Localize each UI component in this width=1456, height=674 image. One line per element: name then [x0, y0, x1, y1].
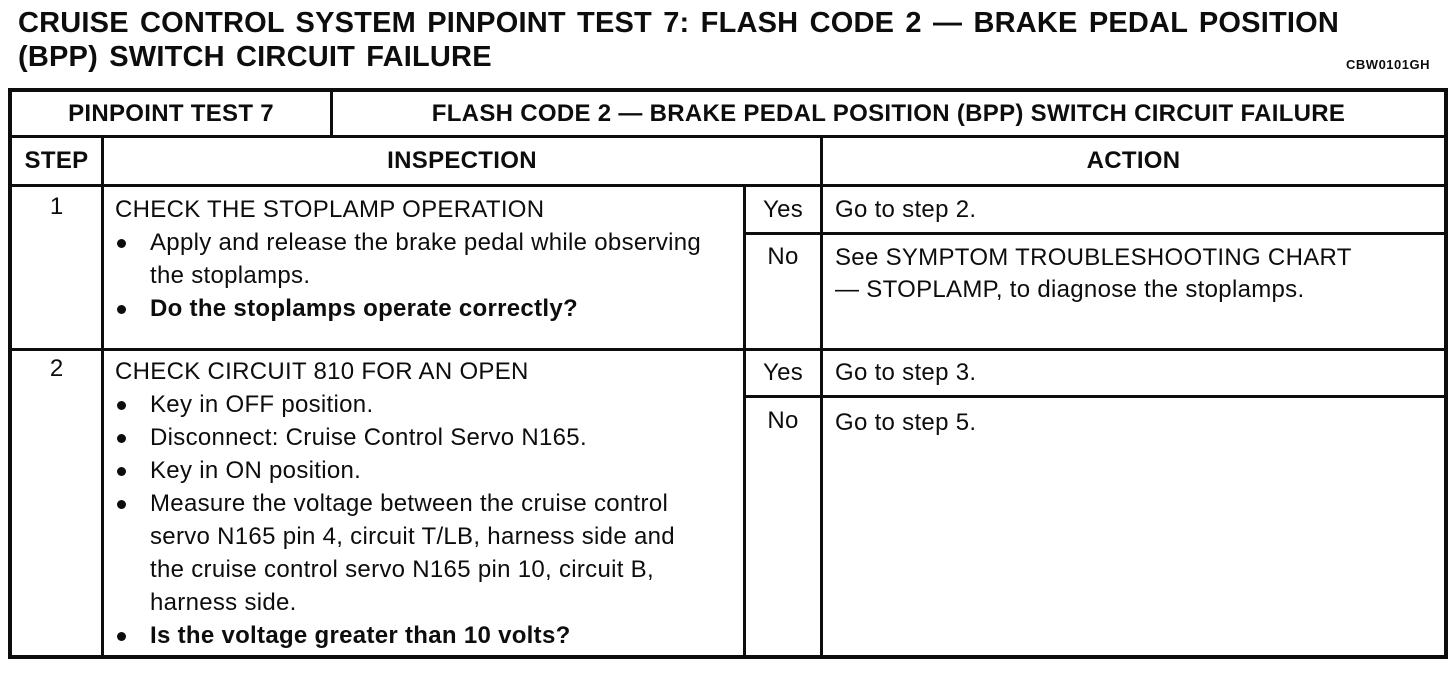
column-header-action: ACTION: [1086, 147, 1181, 174]
bullet-text: Key in ON position.: [150, 457, 362, 484]
figure-code: CBW0101GH: [1346, 57, 1430, 72]
inspection-bullet: Do the stoplamps operate correctly?: [115, 292, 715, 325]
bullet-text: Apply and release the brake pedal while …: [150, 229, 702, 289]
column-header-inspection: INSPECTION: [387, 147, 537, 174]
bullet-icon: [115, 292, 150, 325]
step-number: 1: [49, 193, 64, 220]
bullet-text: Do the stoplamps operate correctly?: [150, 295, 578, 322]
bullet-icon: [115, 619, 150, 652]
divider-row1-bottom: [12, 348, 1444, 351]
inspection-title: CHECK CIRCUIT 810 FOR AN OPEN: [115, 358, 529, 385]
step-number: 2: [49, 355, 64, 382]
inspection-bullet: Is the voltage greater than 10 volts?: [115, 619, 715, 652]
divider-header2-bottom: [12, 184, 1444, 187]
bullet-icon: [115, 226, 150, 259]
bullet-icon: [115, 388, 150, 421]
divider-step1-yes-no: [743, 232, 1444, 235]
bullet-text: Measure the voltage between the cruise c…: [150, 490, 675, 616]
page-title-line2: (BPP) SWITCH CIRCUIT FAILURE: [18, 41, 492, 73]
bullet-icon: [115, 454, 150, 487]
pinpoint-test-table: PINPOINT TEST 7 FLASH CODE 2 — BRAKE PED…: [8, 88, 1448, 659]
inspection-title: CHECK THE STOPLAMP OPERATION: [115, 196, 545, 223]
bullet-icon: [115, 421, 150, 454]
inspection-bullet: Key in ON position.: [115, 454, 715, 487]
page-title-line1: CRUISE CONTROL SYSTEM PINPOINT TEST 7: F…: [18, 7, 1340, 39]
inspection-bullet: Disconnect: Cruise Control Servo N165.: [115, 421, 715, 454]
page-title: CRUISE CONTROL SYSTEM PINPOINT TEST 7: F…: [18, 6, 1450, 74]
result-action: Go to step 2.: [835, 195, 977, 223]
divider-yesno-col: [743, 184, 746, 655]
result-answer-yes: Yes: [762, 359, 804, 386]
result-action: Go to step 5.: [835, 409, 977, 436]
divider-header-test: [330, 92, 333, 135]
result-action: Go to step 3.: [835, 359, 977, 386]
column-header-step: STEP: [24, 147, 89, 174]
inspection-bullet: Key in OFF position.: [115, 388, 715, 421]
bullet-text: Is the voltage greater than 10 volts?: [150, 622, 571, 649]
bullet-text: Disconnect: Cruise Control Servo N165.: [150, 424, 587, 451]
result-action: See SYMPTOM TROUBLESHOOTING CHART — STOP…: [835, 244, 1352, 303]
divider-header1-bottom: [12, 135, 1444, 138]
bullet-text: Key in OFF position.: [150, 391, 374, 418]
divider-step-col: [101, 135, 104, 655]
inspection-cell: CHECK THE STOPLAMP OPERATION Apply and r…: [115, 193, 715, 325]
result-answer-no: No: [767, 407, 799, 434]
bullet-icon: [115, 487, 150, 520]
result-answer-no: No: [767, 243, 799, 270]
inspection-bullet: Apply and release the brake pedal while …: [115, 226, 715, 292]
header-test-title: FLASH CODE 2 — BRAKE PEDAL POSITION (BPP…: [431, 99, 1346, 127]
inspection-bullet: Measure the voltage between the cruise c…: [115, 487, 715, 619]
result-answer-yes: Yes: [762, 195, 804, 223]
divider-step2-yes-no: [743, 395, 1444, 398]
header-test-label: PINPOINT TEST 7: [68, 99, 274, 127]
inspection-cell: CHECK CIRCUIT 810 FOR AN OPEN Key in OFF…: [115, 355, 715, 652]
